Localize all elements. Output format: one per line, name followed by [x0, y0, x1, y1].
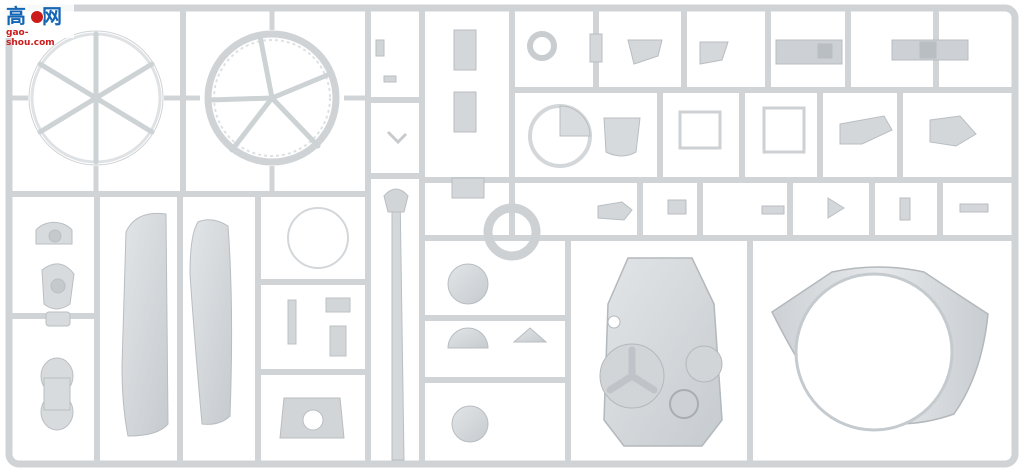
watermark-logo: 高网 gao-shou.com	[4, 4, 74, 48]
runners	[9, 7, 1015, 465]
watermark-char-1: 高	[6, 4, 28, 28]
watermark-url: gao-shou.com	[6, 28, 55, 48]
narrow-column-parts	[375, 39, 409, 461]
central-ring	[483, 203, 541, 261]
left-column-parts	[35, 221, 75, 431]
turret-shell	[771, 266, 989, 432]
second-row-parts	[528, 104, 977, 168]
top-row-parts	[527, 31, 969, 65]
fender-plates	[121, 212, 233, 437]
mid-left-parts	[279, 207, 351, 439]
watermark-dot-icon	[30, 10, 44, 24]
domes-parts	[447, 263, 548, 443]
watermark-chars: 高网	[6, 4, 64, 28]
bracket-parts	[451, 29, 485, 199]
wheel-left	[12, 30, 183, 194]
wheel-right	[183, 10, 368, 194]
watermark-char-2: 网	[42, 4, 64, 28]
third-row-parts	[597, 197, 989, 221]
hull-plate	[599, 257, 723, 447]
